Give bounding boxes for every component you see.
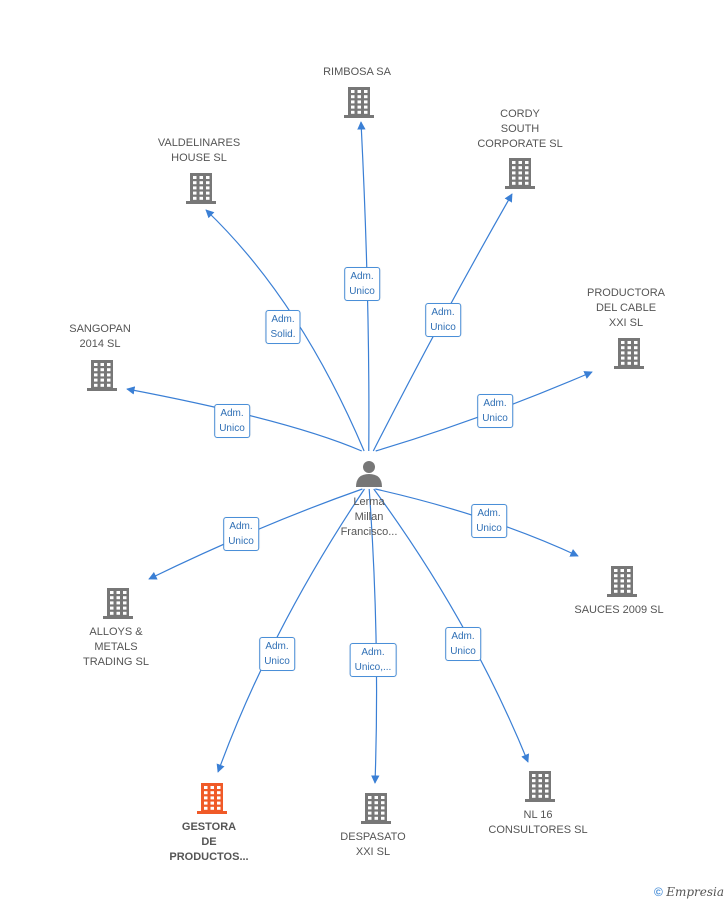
icons-layer (87, 87, 644, 824)
edge-sangopan (126, 386, 362, 452)
person-icon[interactable] (356, 461, 382, 487)
center-person-label[interactable]: Lerma Millan Francisco... (340, 496, 398, 538)
edge-nl16 (373, 488, 530, 763)
building-icon-alloys[interactable] (103, 588, 133, 619)
edge-label-nl16[interactable]: Adm. Unico (445, 627, 481, 661)
edge-label-rimbosa[interactable]: Adm. Unico (344, 267, 380, 301)
building-icon-cordy[interactable] (505, 158, 535, 189)
node-label-cordy[interactable]: CORDY SOUTH CORPORATE SL (477, 108, 563, 150)
edges-layer (126, 121, 593, 784)
node-label-despasato[interactable]: DESPASATO XXI SL (340, 831, 406, 858)
edge-label-cordy[interactable]: Adm. Unico (425, 303, 461, 337)
node-label-productora[interactable]: PRODUCTORA DEL CABLE XXI SL (586, 287, 666, 329)
edge-label-valdelinares[interactable]: Adm. Solid. (265, 310, 301, 344)
node-label-nl16[interactable]: NL 16 CONSULTORES SL (488, 809, 588, 836)
node-label-valdelinares[interactable]: VALDELINARES HOUSE SL (157, 137, 241, 164)
edge-gestora (216, 488, 365, 773)
edge-label-despasato[interactable]: Adm. Unico,... (349, 643, 397, 677)
building-icon-sangopan[interactable] (87, 360, 117, 391)
brand-logo[interactable]: Empresia (666, 885, 724, 899)
edge-label-sauces[interactable]: Adm. Unico (471, 504, 507, 538)
node-label-rimbosa[interactable]: RIMBOSA SA (323, 66, 391, 78)
node-label-sauces[interactable]: SAUCES 2009 SL (574, 604, 664, 616)
building-icon-rimbosa[interactable] (344, 87, 374, 118)
node-label-alloys[interactable]: ALLOYS & METALS TRADING SL (82, 626, 150, 668)
edge-label-sangopan[interactable]: Adm. Unico (214, 404, 250, 438)
footer: © Empresia (654, 885, 724, 899)
copyright-icon: © (654, 885, 663, 899)
edge-label-productora[interactable]: Adm. Unico (477, 394, 513, 428)
building-icon-despasato[interactable] (361, 793, 391, 824)
node-label-gestora[interactable]: GESTORA DE PRODUCTOS... (169, 821, 249, 863)
node-label-sangopan[interactable]: SANGOPAN 2014 SL (69, 323, 131, 350)
edge-label-alloys[interactable]: Adm. Unico (223, 517, 259, 551)
building-icon-valdelinares[interactable] (186, 173, 216, 204)
building-icon-gestora[interactable] (197, 783, 227, 814)
building-icon-sauces[interactable] (607, 566, 637, 597)
edge-despasato (368, 488, 380, 784)
building-icon-productora[interactable] (614, 338, 644, 369)
edge-label-gestora[interactable]: Adm. Unico (259, 637, 295, 671)
building-icon-nl16[interactable] (525, 771, 555, 802)
